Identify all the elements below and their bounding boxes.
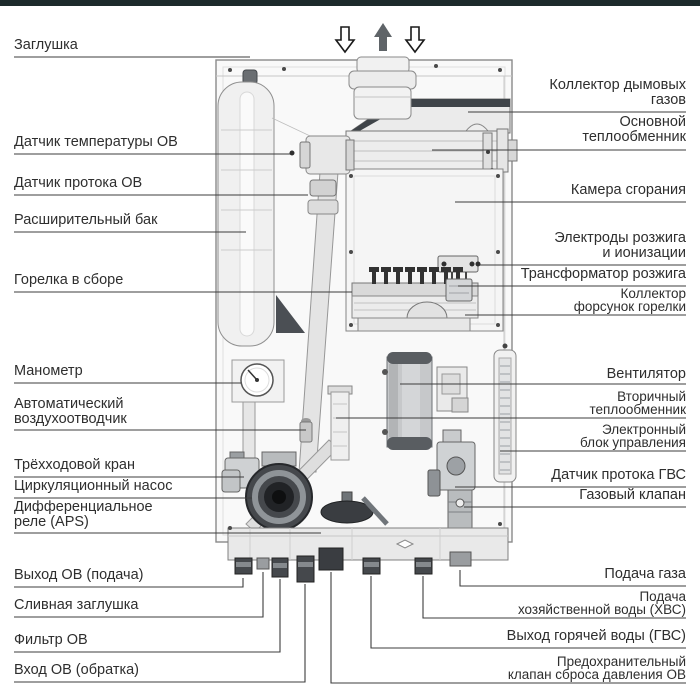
auto-air-vent — [299, 418, 313, 443]
aps-pressure-switch — [320, 491, 389, 526]
label-ov-filter: Фильтр ОВ — [14, 632, 88, 648]
label-dhw-flow-sensor: Датчик протока ГВС — [551, 467, 686, 483]
flue-pipe — [348, 56, 417, 120]
label-plug: Заглушка — [14, 37, 78, 53]
label-combustion-chamber: Камера сгорания — [570, 182, 686, 198]
label-gas-supply: Подача газа — [604, 566, 686, 582]
burner-assembly — [351, 295, 479, 332]
cabinet-screws — [228, 64, 502, 530]
primary-heat-exchanger — [329, 123, 518, 173]
label-ignition-transformer: Трансформатор розжига — [520, 266, 686, 282]
label-ov-inlet: Вход ОВ (обратка) — [14, 662, 140, 678]
label-drain-plug: Сливная заглушка — [14, 597, 139, 613]
label-ov-temp-sensor: Датчик температуры ОВ — [14, 134, 178, 150]
fan — [382, 352, 469, 450]
electronic-control-unit — [493, 343, 517, 483]
exhaust-arrow-up — [374, 23, 392, 51]
label-ov-flow-sensor: Датчик протока ОВ — [14, 175, 143, 191]
expansion-tank — [217, 69, 345, 347]
air-intake-arrow-down-right — [404, 26, 426, 54]
label-three-way-valve: Трёхходовой кран — [14, 457, 135, 473]
leader-lines — [14, 56, 686, 684]
secondary-heat-exchanger — [327, 385, 353, 461]
label-burner-assembly: Горелка в сборе — [14, 272, 124, 288]
label-ov-outlet: Выход ОВ (подача) — [14, 567, 144, 583]
top-bar — [0, 0, 700, 6]
label-fan: Вентилятор — [606, 366, 686, 382]
label-gas-valve: Газовый клапан — [579, 487, 686, 503]
label-expansion-tank: Расширительный бак — [14, 212, 158, 228]
manometer-gauge — [231, 359, 285, 403]
label-hot-water-outlet: Выход горячей воды (ГВС) — [506, 628, 686, 644]
ignition-transformer — [445, 278, 473, 302]
air-intake-arrow-down-left — [334, 26, 356, 54]
label-circulation-pump: Циркуляционный насос — [14, 478, 173, 494]
label-manometer: Манометр — [14, 363, 83, 379]
bottom-manifold — [227, 527, 509, 583]
